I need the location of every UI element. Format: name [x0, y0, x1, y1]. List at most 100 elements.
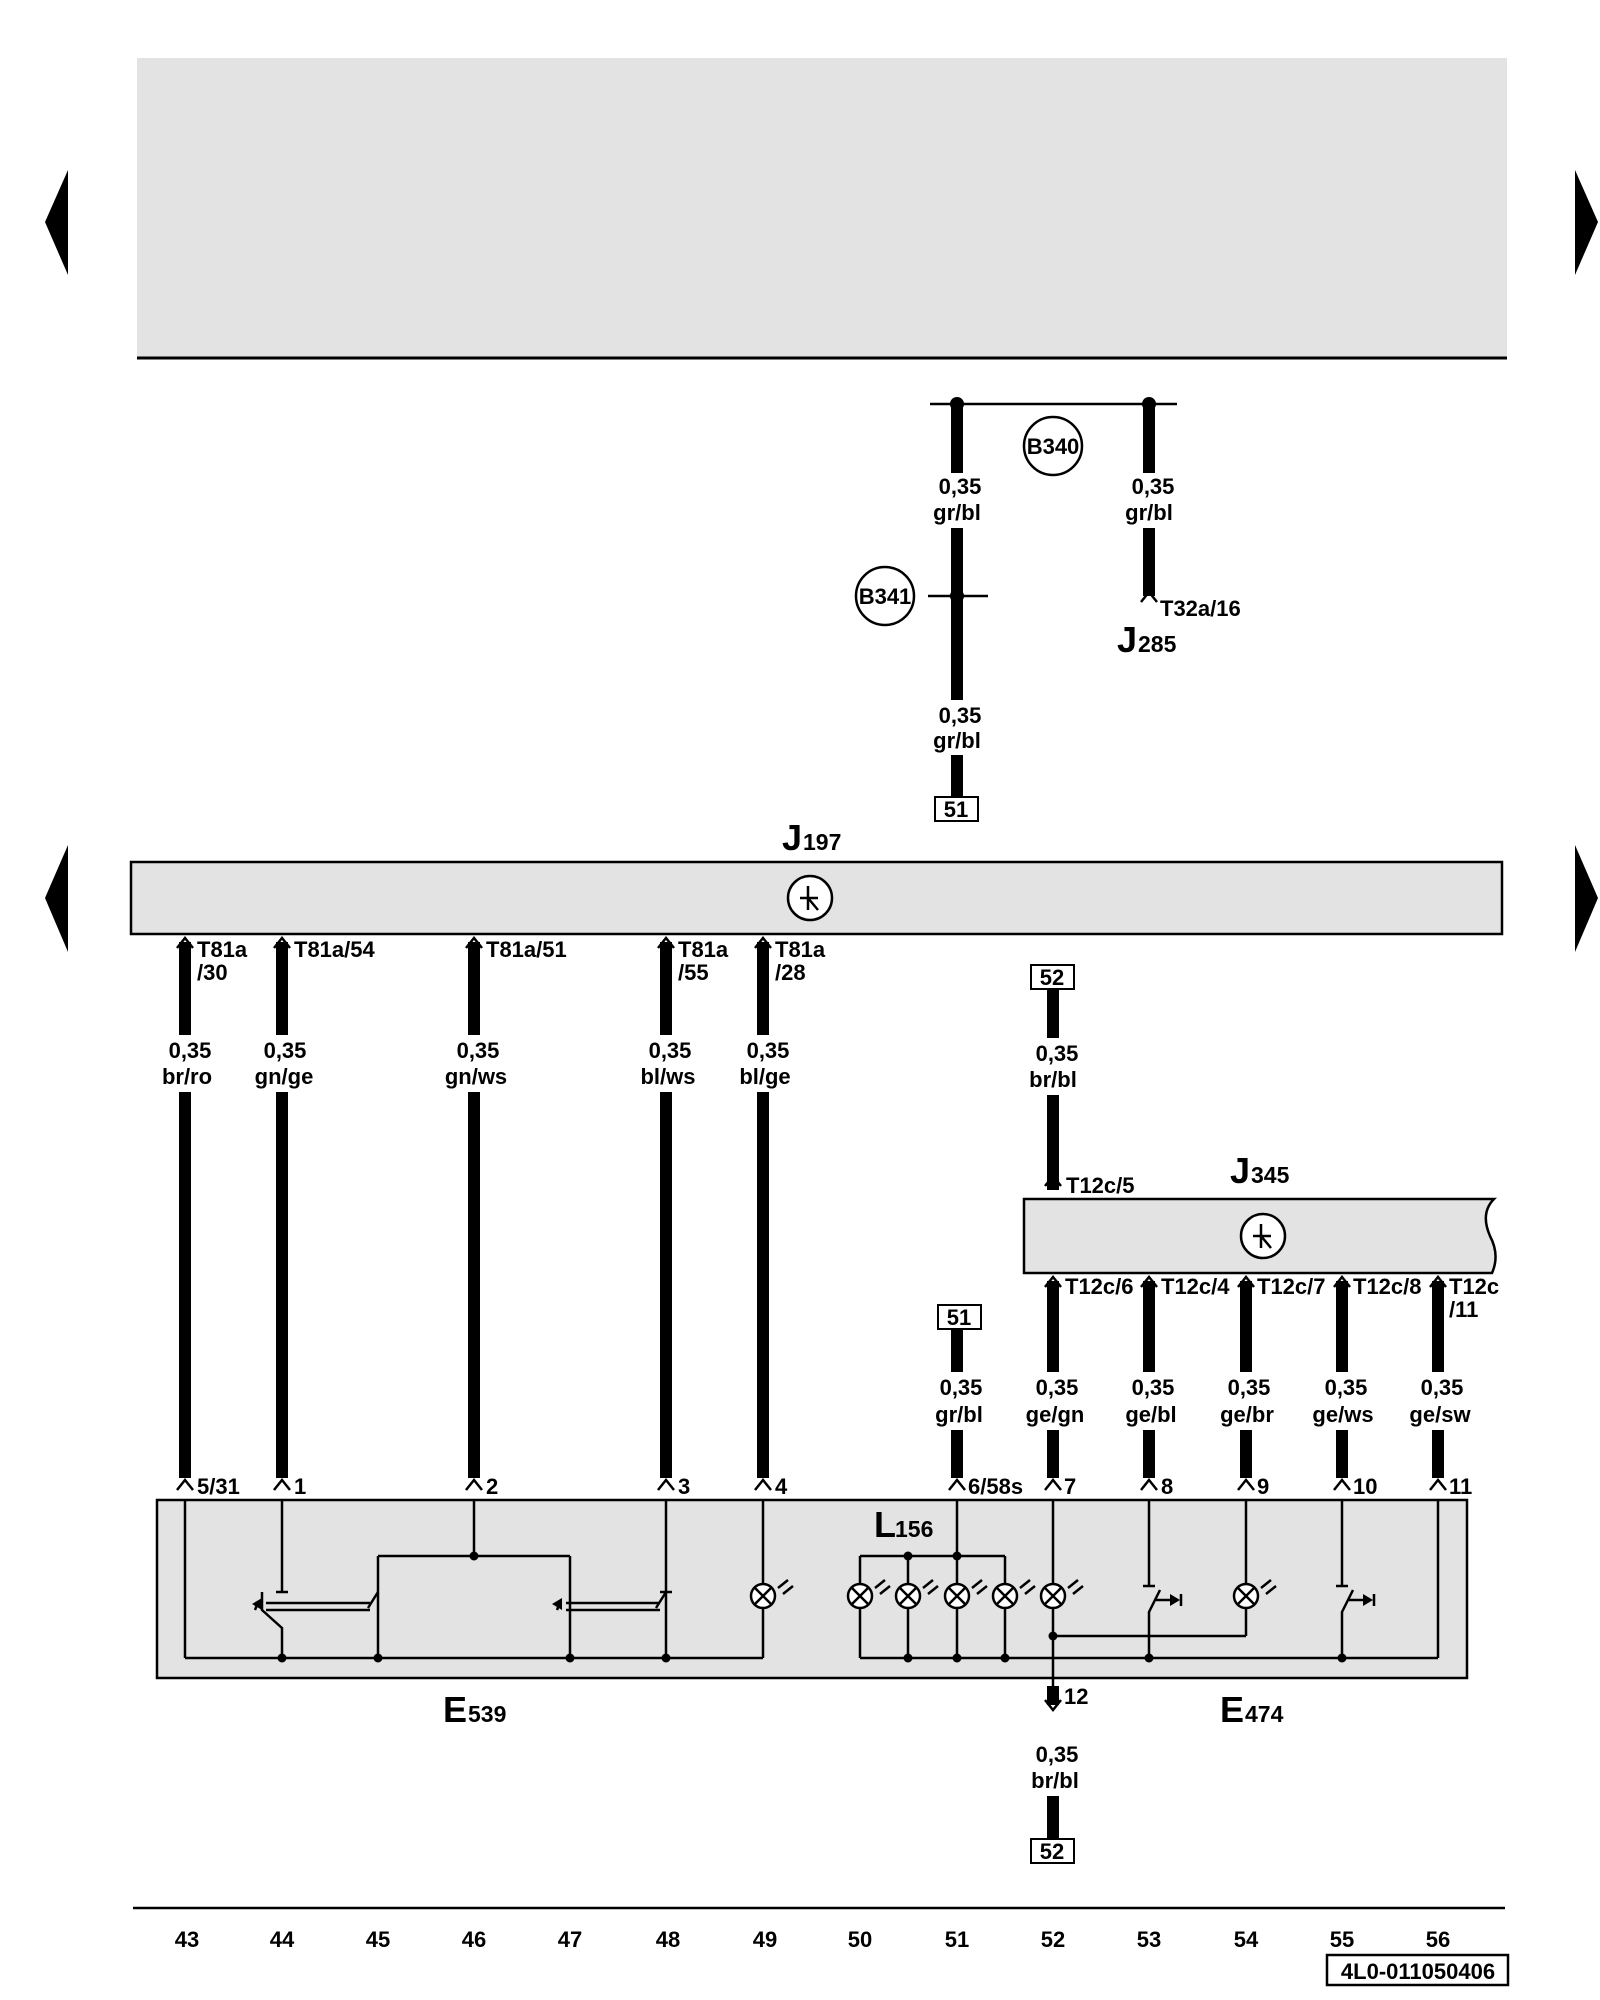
wire-color: gn/ge — [255, 1064, 314, 1089]
pin-label: T12c/4 — [1161, 1274, 1230, 1299]
e474-number: 474 — [1245, 1701, 1284, 1727]
j197-wire-1: T81a /30 0,35 br/ro — [162, 935, 248, 1478]
b340-ground-point-icon — [1022, 415, 1084, 477]
pin-label: T12c/7 — [1257, 1274, 1326, 1299]
module-pin-arrows — [176, 1477, 1447, 1491]
ref-label: 51 — [947, 1305, 971, 1330]
wire-color: gn/ws — [445, 1064, 507, 1089]
module-pin-label: 4 — [775, 1474, 788, 1499]
j345-wire-5: T12c /11 0,35 ge/sw — [1409, 1274, 1499, 1478]
wire-color: gr/bl — [1125, 500, 1173, 525]
grid-number: 54 — [1234, 1927, 1259, 1952]
grid-number: 44 — [270, 1927, 295, 1952]
wire-color: gr/bl — [933, 728, 981, 753]
ref-box-52 — [1030, 964, 1075, 990]
e539-number: 539 — [468, 1701, 506, 1727]
doc-number: 4L0-011050406 — [1341, 1959, 1495, 1984]
doc-number-box — [1325, 1953, 1510, 1987]
wire-size: 0,35 — [264, 1038, 307, 1063]
j345-number: 345 — [1251, 1162, 1290, 1188]
wire-color: ge/gn — [1026, 1402, 1085, 1427]
grid-numbers: 43 44 45 46 47 48 49 50 51 52 53 54 55 5… — [175, 1927, 1450, 1952]
wire-color: ge/ws — [1312, 1402, 1373, 1427]
grid-number: 46 — [462, 1927, 486, 1952]
module-pin-label: 2 — [486, 1474, 498, 1499]
control-unit-symbol-mark — [800, 886, 819, 911]
wire-size: 0,35 — [939, 703, 982, 728]
pin-label: /28 — [775, 960, 806, 985]
prev-page-arrow-icon[interactable] — [45, 170, 68, 275]
j345-letter: J — [1230, 1150, 1250, 1191]
wire-size: 0,35 — [939, 474, 982, 499]
wire-color: br/bl — [1029, 1067, 1077, 1092]
module-pin-label: 12 — [1064, 1684, 1088, 1709]
j285-number: 285 — [1138, 631, 1177, 657]
connector-icon — [1044, 1699, 1062, 1713]
connector-icon — [1044, 1173, 1062, 1187]
wire-size: 0,35 — [747, 1038, 790, 1063]
pin-label: T12c/8 — [1353, 1274, 1422, 1299]
pin-label: T12c/6 — [1065, 1274, 1134, 1299]
next-page-arrow-icon[interactable] — [1575, 170, 1598, 275]
wire-color: br/ro — [162, 1064, 212, 1089]
grid-number: 56 — [1426, 1927, 1450, 1952]
wire-size: 0,35 — [649, 1038, 692, 1063]
ref-box-51 — [937, 1304, 982, 1330]
j197-wire-2: T81a/54 0,35 gn/ge — [255, 935, 375, 1478]
wire-color: br/bl — [1031, 1768, 1079, 1793]
e539-letter: E — [443, 1689, 467, 1730]
wire-size: 0,35 — [169, 1038, 212, 1063]
j345-wire-2: T12c/4 0,35 ge/bl — [1125, 1274, 1230, 1478]
j197-wire-4: T81a /55 0,35 bl/ws — [640, 935, 729, 1478]
j285-pin-label: T32a/16 — [1160, 596, 1241, 621]
module-pin-label: 3 — [678, 1474, 690, 1499]
grid-number: 51 — [945, 1927, 969, 1952]
j345-pin-label: T12c/5 — [1066, 1173, 1135, 1198]
wire-size: 0,35 — [1228, 1375, 1271, 1400]
wire-color: ge/sw — [1409, 1402, 1471, 1427]
wire-size: 0,35 — [1421, 1375, 1464, 1400]
module-internal-circuit — [183, 1500, 1440, 1700]
ref-box-52 — [1030, 1838, 1075, 1864]
j285-letter: J — [1117, 619, 1137, 660]
pin-label: /55 — [678, 960, 709, 985]
connector-icon — [1140, 589, 1158, 603]
j197-wire-3: T81a/51 0,35 gn/ws — [445, 935, 567, 1478]
j345-wire-3: T12c/7 0,35 ge/br — [1220, 1274, 1326, 1478]
module-pin-label: 11 — [1449, 1474, 1472, 1499]
prev-section-arrow-icon[interactable] — [45, 845, 68, 952]
grid-number: 49 — [753, 1927, 777, 1952]
grid-number: 43 — [175, 1927, 199, 1952]
wire-color: gr/bl — [935, 1402, 983, 1427]
grid-number: 47 — [558, 1927, 582, 1952]
pin-label: T81a — [775, 937, 826, 962]
wire-size: 0,35 — [940, 1375, 983, 1400]
l156-letter: L — [874, 1504, 896, 1545]
module-pin-label: 9 — [1257, 1474, 1269, 1499]
top-panel — [137, 58, 1507, 358]
j345-wire-4: T12c/8 0,35 ge/ws — [1312, 1274, 1422, 1478]
next-section-arrow-icon[interactable] — [1575, 845, 1598, 952]
wire-size: 0,35 — [457, 1038, 500, 1063]
wire-color: ge/br — [1220, 1402, 1274, 1427]
grid-number: 55 — [1330, 1927, 1354, 1952]
wire-size: 0,35 — [1036, 1375, 1079, 1400]
pin-label: T81a — [197, 937, 248, 962]
wire-size: 0,35 — [1132, 1375, 1175, 1400]
j197-number: 197 — [803, 829, 841, 855]
grid-number: 48 — [656, 1927, 680, 1952]
wire-size: 0,35 — [1325, 1375, 1368, 1400]
ref-label: 52 — [1040, 1839, 1064, 1864]
grid-number: 53 — [1137, 1927, 1161, 1952]
control-unit-symbol-mark — [1253, 1224, 1272, 1249]
pin-label: /30 — [197, 960, 228, 985]
ref-label: 51 — [944, 797, 968, 822]
wire-size: 0,35 — [1132, 474, 1175, 499]
b341-ground-point-icon — [854, 565, 916, 627]
pin-label: T81a/54 — [294, 937, 375, 962]
wire-color: bl/ws — [640, 1064, 695, 1089]
ref-label: 52 — [1040, 965, 1064, 990]
b340-label: B340 — [1027, 434, 1080, 459]
j197-letter: J — [782, 817, 802, 858]
wire-size: 0,35 — [1036, 1041, 1079, 1066]
